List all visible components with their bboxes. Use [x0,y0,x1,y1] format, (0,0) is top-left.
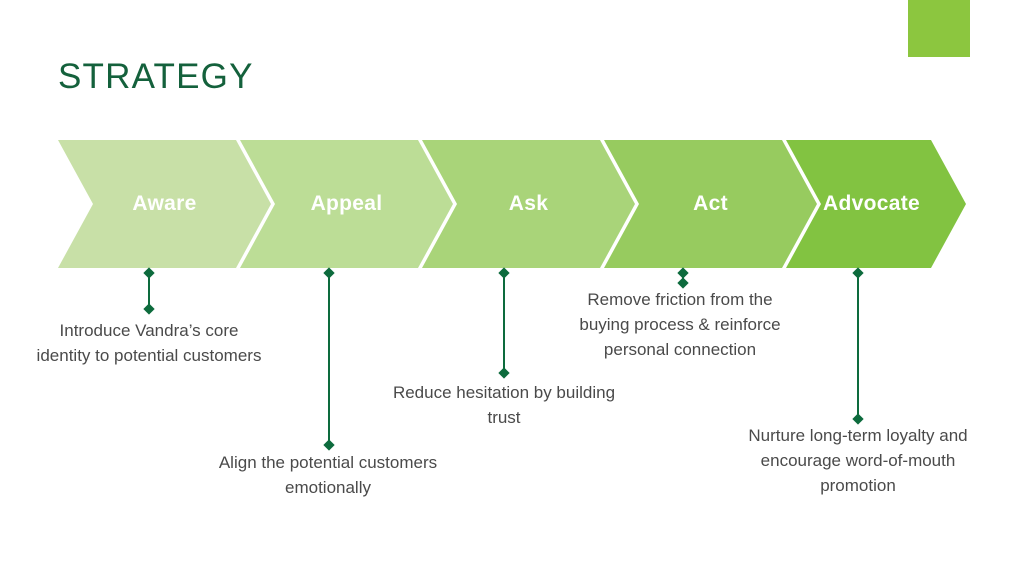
connector-diamond-bottom [323,439,335,451]
chevron-segment-advocate[interactable] [786,140,966,268]
connector-aware [142,267,156,315]
chevron-segment-act[interactable] [604,140,817,268]
connector-stem [328,273,330,445]
connector-act [676,267,690,289]
strategy-chevron-band [0,140,1024,268]
connector-stem [857,273,859,419]
connector-diamond-top [677,267,689,279]
accent-square-decoration [908,0,970,57]
caption-appeal: Align the potential customers emotionall… [218,453,438,497]
page-title: STRATEGY [58,57,254,96]
connector-diamond-top [852,267,864,279]
connector-ask [497,267,511,379]
connector-diamond-top [498,267,510,279]
chevron-segment-aware[interactable] [58,140,271,268]
connector-stem [503,273,505,373]
caption-ask: Reduce hesitation by building trust [392,383,616,427]
chevron-segment-appeal[interactable] [240,140,453,268]
connector-diamond-top [143,267,155,279]
caption-act: Remove friction from the buying process … [579,290,781,359]
connector-diamond-top [323,267,335,279]
connector-stem [148,273,150,309]
connector-appeal [322,267,336,451]
caption-advocate: Nurture long-term loyalty and encourage … [748,426,968,495]
chevron-segment-ask[interactable] [422,140,635,268]
connector-diamond-bottom [143,303,155,315]
connector-advocate [851,267,865,425]
caption-aware: Introduce Vandra’s core identity to pote… [36,321,262,365]
connector-diamond-bottom [498,367,510,379]
connector-stem [682,273,684,283]
